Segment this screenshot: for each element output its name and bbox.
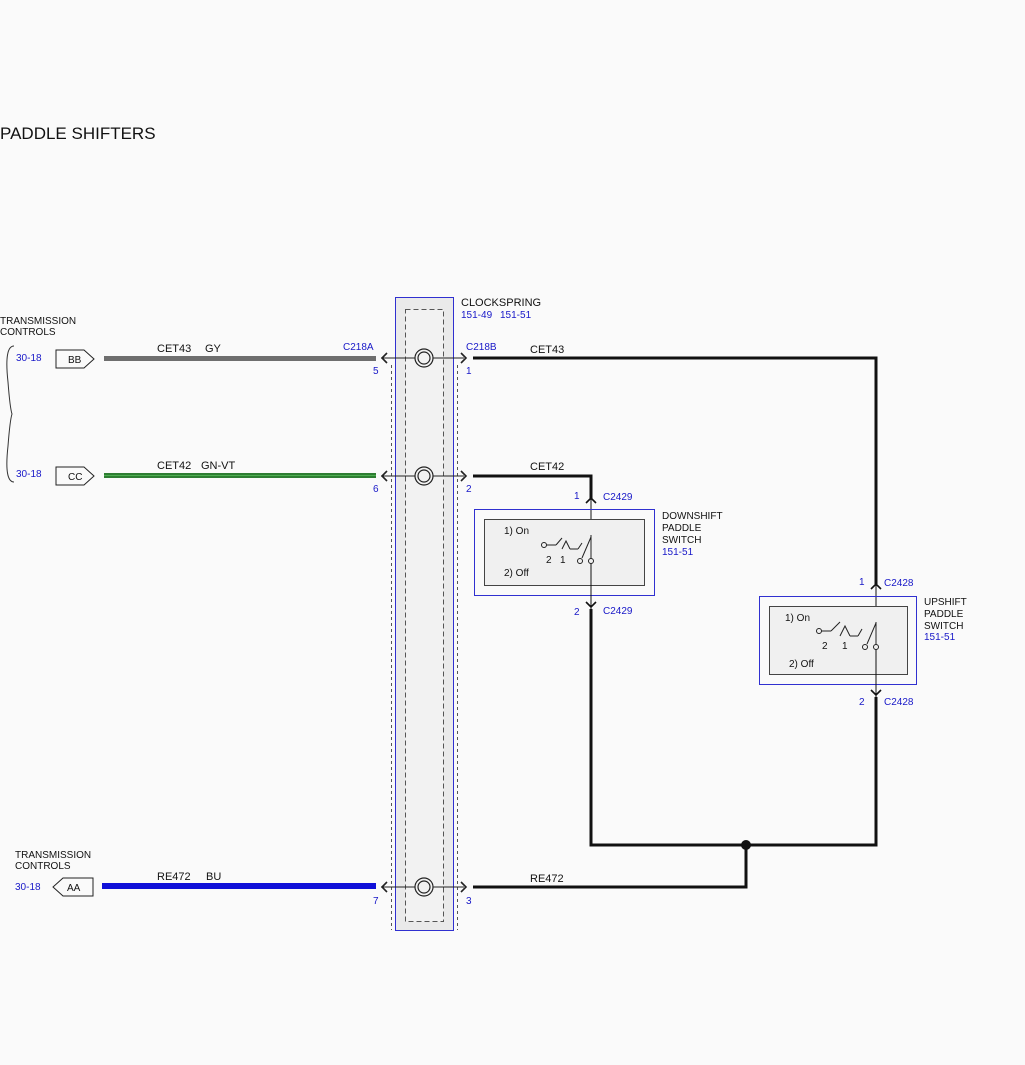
downshift-ref[interactable]: 151-51 — [662, 547, 694, 558]
pin-7: 7 — [373, 896, 379, 907]
pin-bb-label: BB — [68, 355, 82, 366]
downshift-outline[interactable] — [474, 509, 655, 596]
coil-3-inner — [417, 880, 431, 894]
pin2-arrow-icon — [460, 470, 468, 482]
brace-icon — [6, 345, 15, 483]
upshift-switch-symbol-icon — [816, 621, 879, 650]
upshift-label-3: SWITCH — [924, 621, 963, 632]
wire-cet43-circuit: CET43 — [157, 343, 191, 355]
pin5-arrow-icon — [380, 352, 388, 364]
pin-6: 6 — [373, 484, 379, 495]
downshift-switch-symbol-icon — [541, 535, 594, 564]
downshift-body — [484, 519, 645, 586]
pin3-arrow-icon — [460, 881, 468, 893]
upshift-outline[interactable] — [759, 596, 917, 685]
splice-dot — [741, 840, 751, 850]
clockspring-label: CLOCKSPRING — [461, 297, 541, 309]
conn-c218b[interactable]: C218B — [466, 342, 497, 353]
upshift-paddle-switch: 1 C2428 1) On 2) Off 2 1 2 C2428 UPSHIFT… — [759, 577, 967, 708]
upshift-state-on: 1) On — [785, 613, 810, 624]
upshift-label-1: UPSHIFT — [924, 597, 967, 608]
pin-bb-connector — [55, 349, 95, 369]
wire-re472-color: BU — [206, 871, 221, 883]
downshift-top-arrow-icon — [585, 496, 597, 504]
tc-top-label-1: TRANSMISSION — [0, 316, 76, 327]
downshift-label-3: SWITCH — [662, 535, 701, 546]
wire-cet43-gy — [104, 356, 376, 361]
pin-cc-label: CC — [68, 472, 82, 483]
transmission-controls-bottom: TRANSMISSION CONTROLS 30-18 AA — [15, 850, 94, 897]
ref-aa[interactable]: 30-18 — [15, 882, 41, 893]
pin-aa-connector — [52, 877, 94, 897]
downshift-pin-top: 1 — [574, 491, 580, 502]
ref-bb[interactable]: 30-18 — [16, 353, 42, 364]
wire-cet43-right-label: CET43 — [530, 344, 564, 356]
upshift-body — [769, 606, 908, 675]
pin7-arrow-icon — [380, 881, 388, 893]
pin-5: 5 — [373, 366, 379, 377]
downshift-bottom-arrow-icon — [585, 601, 597, 609]
downshift-paddle-switch: 1 C2429 1) On 2) Off 2 1 2 C2429 DOWNSHI… — [474, 491, 723, 618]
clockspring-ref-1[interactable]: 151-49 — [461, 310, 493, 321]
downshift-conn-top[interactable]: C2429 — [603, 492, 633, 503]
conn-c218a[interactable]: C218A — [343, 342, 374, 353]
upshift-state-off: 2) Off — [789, 659, 814, 670]
downshift-state-off: 2) Off — [504, 568, 529, 579]
pin-aa-label: AA — [67, 883, 81, 894]
downshift-label-2: PADDLE — [662, 523, 702, 534]
right-wiring — [473, 356, 878, 889]
wire-re472-right — [473, 845, 748, 889]
tc-bottom-label-1: TRANSMISSION — [15, 850, 91, 861]
tc-bottom-label-2: CONTROLS — [15, 861, 71, 872]
wire-cet43-right — [473, 356, 878, 584]
downshift-label-1: DOWNSHIFT — [662, 511, 723, 522]
wire-re472-right-label: RE472 — [530, 873, 564, 885]
wire-cet42-circuit: CET42 — [157, 460, 191, 472]
downshift-conn-bottom[interactable]: C2429 — [603, 606, 633, 617]
upshift-label-2: PADDLE — [924, 609, 964, 620]
upshift-pos-1: 1 — [842, 641, 848, 652]
pin-cc-connector — [55, 466, 95, 486]
wire-re472-circuit: RE472 — [157, 871, 191, 883]
pin-1: 1 — [466, 366, 472, 377]
upshift-conn-top[interactable]: C2428 — [884, 578, 914, 589]
upshift-ref[interactable]: 151-51 — [924, 632, 956, 643]
upshift-pin-bottom: 2 — [859, 697, 865, 708]
pin-2: 2 — [466, 484, 472, 495]
upshift-bottom-arrow-icon — [870, 689, 882, 697]
downshift-pin-bottom: 2 — [574, 607, 580, 618]
ref-cc[interactable]: 30-18 — [16, 469, 42, 480]
coil-1-inner — [417, 351, 431, 365]
wire-cet42-right-label: CET42 — [530, 461, 564, 473]
clockspring-inner — [405, 309, 444, 922]
downshift-state-on: 1) On — [504, 526, 529, 537]
upshift-pin-top: 1 — [859, 577, 865, 588]
tc-top-label-2: CONTROLS — [0, 327, 56, 338]
wire-upshift-ground — [746, 697, 878, 847]
upshift-conn-bottom[interactable]: C2428 — [884, 697, 914, 708]
pin1-arrow-icon — [460, 352, 468, 364]
page-title: PADDLE SHIFTERS — [0, 124, 156, 143]
transmission-controls-top: TRANSMISSION CONTROLS 30-18 30-18 BB CC — [0, 316, 95, 486]
pin6-arrow-icon — [380, 470, 388, 482]
pin-3: 3 — [466, 896, 472, 907]
wire-cet43-color: GY — [205, 343, 222, 355]
wire-downshift-ground — [589, 609, 746, 847]
coil-2-inner — [417, 469, 431, 483]
downshift-pos-1: 1 — [560, 555, 566, 566]
upshift-pos-2: 2 — [822, 641, 828, 652]
wire-cet42-color: GN-VT — [201, 460, 236, 472]
clockspring: CLOCKSPRING 151-49 151-51 C218A C218B 5 … — [343, 297, 541, 931]
clockspring-ref-2[interactable]: 151-51 — [500, 310, 532, 321]
downshift-pos-2: 2 — [546, 555, 552, 566]
wire-cet42-right — [473, 474, 593, 499]
wire-re472-bu — [102, 883, 376, 889]
